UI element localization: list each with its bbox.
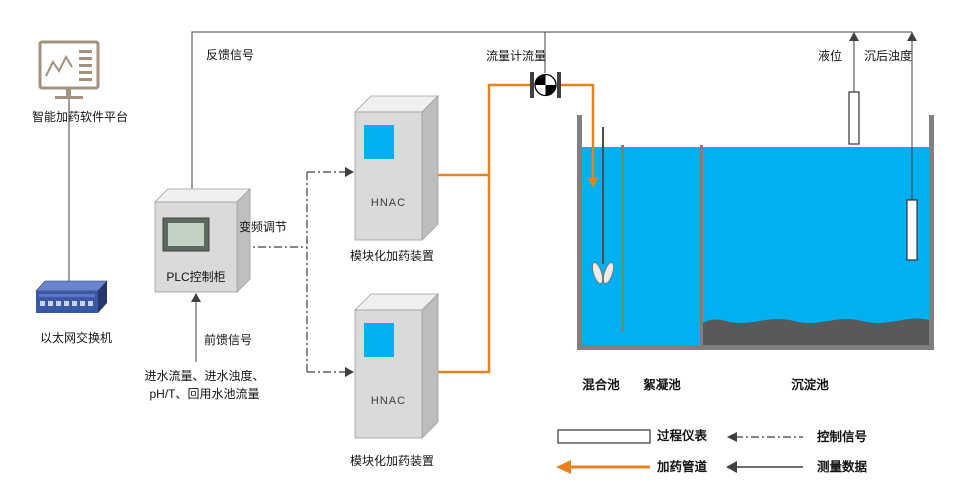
feedforward-inputs-line2: pH/T、回用水池流量: [149, 387, 260, 401]
tank-wall-bottom: [577, 345, 934, 350]
ethernet-switch-label: 以太网交换机: [39, 331, 112, 345]
feedback-line: [191, 31, 912, 192]
plc-cabinet-label: PLC控制柜: [166, 270, 226, 284]
mixer-icon: [591, 127, 615, 285]
flow-meter-icon: [530, 72, 561, 98]
turbidity-sensor-probe: [906, 199, 918, 261]
ethernet-switch-icon: [35, 280, 108, 313]
mixing-pool-label: 混合池: [582, 378, 620, 392]
treatment-tank: [577, 115, 934, 350]
hnac-model-label-2: HNAC: [370, 395, 407, 407]
level-sensor-label: 液位: [818, 49, 843, 63]
hnac-blue-panel: [364, 323, 394, 357]
feedforward-arrow-up: [191, 293, 201, 302]
tank-sediment: [703, 318, 929, 345]
dosing-pipe-lines: [430, 83, 595, 374]
hnac-blue-panel: [364, 125, 394, 159]
tank-wall-right: [929, 115, 934, 350]
feedback-signal-label: 反馈信号: [206, 48, 255, 62]
legend-process-instrument-label: 过程仪表: [657, 429, 708, 443]
flow-meter-label: 流量计流量: [486, 49, 547, 63]
legend-measurement-data-label: 测量数据: [817, 460, 868, 474]
tank-wall-left: [577, 115, 582, 350]
level-arrow-up: [849, 32, 859, 41]
legend-symbols: [556, 429, 803, 474]
tank-baffle-2: [700, 145, 703, 345]
level-sensor-probe: [848, 91, 860, 145]
software-platform-label: 智能加药软件平台: [31, 110, 128, 124]
legend-process-instrument-symbol: [557, 429, 651, 444]
frequency-regulation-label: 变频调节: [239, 220, 288, 234]
dosing-pipe-arrow: [588, 178, 598, 188]
dosing-module-1-box: [354, 95, 439, 241]
dosing-module-2-box: [354, 293, 439, 439]
control-signal-lines: [242, 171, 345, 373]
turbidity-arrow-up: [907, 32, 917, 41]
plc-cabinet-box: [154, 188, 251, 293]
flocculation-pool-label: 絮凝池: [643, 378, 681, 392]
software-platform-icon: [38, 40, 100, 99]
feedforward-inputs-line1: 进水流量、进水浊度、: [144, 369, 265, 383]
tank-baffle-1: [621, 145, 624, 332]
feedforward-inputs: 进水流量、进水浊度、 pH/T、回用水池流量: [112, 367, 297, 403]
dosing-module-2-label: 模块化加药装置: [349, 454, 434, 468]
sedimentation-pool-label: 沉淀池: [791, 378, 829, 392]
feedforward-signal-label: 前馈信号: [204, 333, 253, 347]
measurement-lines: [68, 31, 913, 362]
turbidity-sensor-label: 沉后浊度: [864, 49, 913, 63]
hnac-model-label-1: HNAC: [370, 197, 407, 209]
dosing-module-1-label: 模块化加药装置: [349, 249, 434, 263]
legend-control-signal-label: 控制信号: [817, 430, 868, 444]
control-signal-arrowheads: [345, 167, 354, 377]
tank-water: [582, 147, 929, 345]
legend-dosing-pipe-label: 加药管道: [657, 460, 708, 474]
